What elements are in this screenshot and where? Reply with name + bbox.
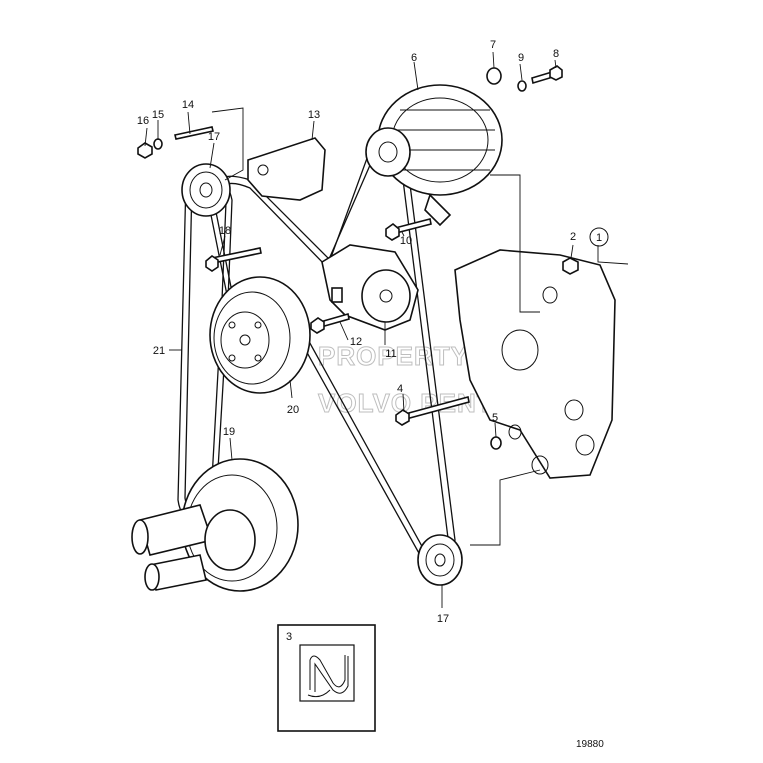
idler-pulley-top xyxy=(181,163,231,217)
hardware xyxy=(137,65,579,450)
idler-pulley-bottom xyxy=(417,534,463,586)
callout-19: 19 xyxy=(223,426,235,438)
callout-9: 9 xyxy=(518,52,524,64)
drawing-number: 19880 xyxy=(576,739,604,750)
callout-17-top: 17 xyxy=(208,131,220,143)
callout-11: 11 xyxy=(385,348,396,360)
callout-8: 8 xyxy=(553,48,559,60)
crank-pulley xyxy=(209,276,311,394)
belt-tensioner xyxy=(321,244,419,331)
detail-box-belt-routing: 3 xyxy=(277,624,376,732)
callout-12: 12 xyxy=(350,336,362,348)
callout-10: 10 xyxy=(400,235,412,247)
callout-6: 6 xyxy=(411,52,417,64)
callout-16: 16 xyxy=(137,115,149,127)
leader-lines xyxy=(144,51,629,608)
callout-18: 18 xyxy=(219,225,231,237)
callout-14: 14 xyxy=(182,99,194,111)
callouts: 1 2 4 5 6 7 8 9 10 11 12 13 14 15 16 17 … xyxy=(137,39,609,625)
callout-2: 2 xyxy=(570,231,576,243)
callout-4: 4 xyxy=(397,383,403,395)
mounting-bracket xyxy=(454,249,616,479)
alternator xyxy=(365,84,503,227)
callout-15: 15 xyxy=(152,109,164,121)
callout-21: 21 xyxy=(153,345,165,357)
bracket-13 xyxy=(247,137,326,201)
callout-13: 13 xyxy=(308,109,320,121)
detail-box-label: 3 xyxy=(286,631,292,643)
callout-7: 7 xyxy=(490,39,496,51)
callout-1: 1 xyxy=(596,232,602,244)
water-pump xyxy=(131,458,299,592)
callout-17-bottom: 17 xyxy=(437,613,449,625)
callout-20: 20 xyxy=(287,404,299,416)
callout-5: 5 xyxy=(492,412,498,424)
